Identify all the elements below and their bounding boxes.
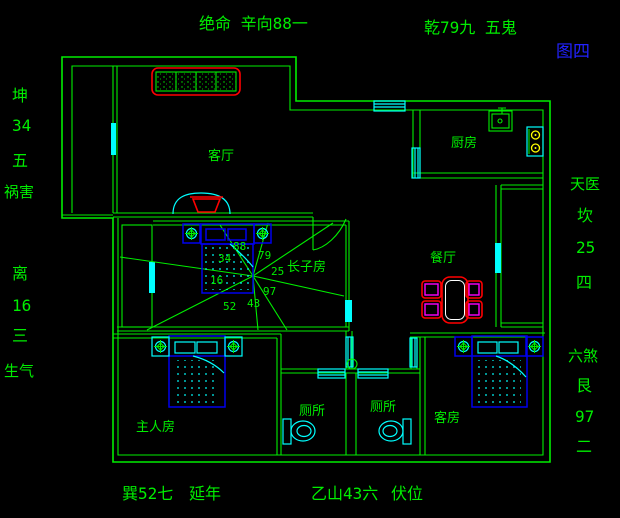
annotation-right-3: 25 [576, 238, 595, 257]
bed-eldest-son [200, 223, 255, 294]
nightstand-guest-right [525, 336, 544, 357]
annotation-right-8: 二 [576, 437, 592, 456]
chair [421, 300, 442, 319]
toilet-fixture-left [282, 418, 316, 445]
chair [465, 280, 483, 299]
compass-number-n: 88 [233, 240, 246, 253]
compass-number-ssw: 52 [223, 300, 236, 313]
stove [526, 126, 544, 157]
room-label-toilet-left: 厕所 [299, 404, 325, 419]
annotation-top-left: 绝命 辛向88一 [199, 14, 308, 33]
annotation-bottom-1: 巽52七 [122, 484, 173, 503]
room-label-dining: 餐厅 [430, 250, 456, 266]
nightstand-master-left [151, 336, 170, 357]
annotation-right-2: 坎 [577, 206, 593, 225]
compass-numbers: 88 34 79 25 97 43 52 16 [210, 240, 284, 313]
window-toilet-right [357, 368, 389, 379]
window-top-right [373, 100, 406, 112]
annotation-left-4: 祸害 [4, 183, 34, 201]
annotation-right-4: 四 [576, 273, 592, 292]
compass-number-ese: 97 [263, 285, 276, 298]
window-kitchen-left [411, 147, 421, 179]
room-label-toilet-right: 厕所 [370, 400, 396, 415]
tv-icon [191, 198, 222, 213]
annotation-bottom-2: 延年 [189, 484, 221, 503]
walls-outer [61, 56, 551, 463]
bed-master [168, 335, 226, 408]
compass-number-w: 16 [210, 274, 223, 287]
nightstand-eldest-left [182, 223, 201, 244]
room-label-kitchen: 厨房 [451, 135, 477, 151]
compass-number-ene: 25 [271, 265, 284, 278]
window-eldest-son-left [149, 262, 155, 293]
nightstand-master-right [224, 336, 243, 357]
room-label-master: 主人房 [136, 419, 175, 435]
entrance-column [346, 358, 358, 370]
annotation-left-3: 五 [12, 151, 28, 170]
tv-cabinet [172, 192, 231, 215]
annotation-right-6: 艮 [576, 376, 592, 395]
door-eldest-son [345, 300, 352, 322]
nightstand-guest-left [454, 336, 473, 357]
annotation-left-2: 34 [12, 116, 31, 135]
window-living-left [111, 123, 116, 155]
nightstand-eldest-right [253, 223, 272, 244]
compass-number-s: 43 [247, 297, 260, 310]
room-labels: 客厅 厨房 餐厅 长子房 主人房 厕所 厕所 客房 [136, 135, 477, 435]
compass-number-nnw: 34 [218, 252, 232, 265]
sofa [151, 67, 241, 96]
toilet-fixture-right [378, 418, 412, 445]
dining-table [421, 276, 483, 324]
annotation-right-5: 六煞 [568, 347, 598, 365]
annotation-top-right: 乾79九 五鬼 [424, 18, 517, 37]
figure-number-label: 图四 [556, 42, 590, 62]
chair [465, 300, 483, 319]
margin-annotations: 绝命 辛向88一 乾79九 五鬼 图四 坤 34 五 祸害 离 16 三 生气 … [4, 14, 600, 503]
annotation-left-6: 16 [12, 296, 31, 315]
annotation-left-1: 坤 [12, 86, 28, 105]
annotation-left-8: 生气 [4, 362, 34, 380]
compass-number-nne: 79 [258, 249, 271, 262]
room-label-eldest-son: 长子房 [287, 259, 326, 275]
kitchen-sink [488, 107, 513, 132]
annotation-left-7: 三 [12, 326, 28, 345]
annotation-bottom-4: 伏位 [391, 484, 423, 503]
room-label-living: 客厅 [208, 148, 234, 164]
window-dining-right [495, 243, 501, 273]
chair [421, 280, 442, 299]
annotation-left-5: 离 [12, 264, 28, 283]
bed-guest [471, 335, 528, 408]
door-hall-right [409, 337, 418, 368]
window-toilet-left [317, 368, 346, 379]
annotation-bottom-3: 乙山43六 [311, 484, 378, 503]
windows [111, 100, 501, 379]
annotation-right-7: 97 [575, 407, 594, 426]
annotation-right-1: 天医 [570, 175, 600, 193]
room-label-guest: 客房 [434, 410, 460, 426]
